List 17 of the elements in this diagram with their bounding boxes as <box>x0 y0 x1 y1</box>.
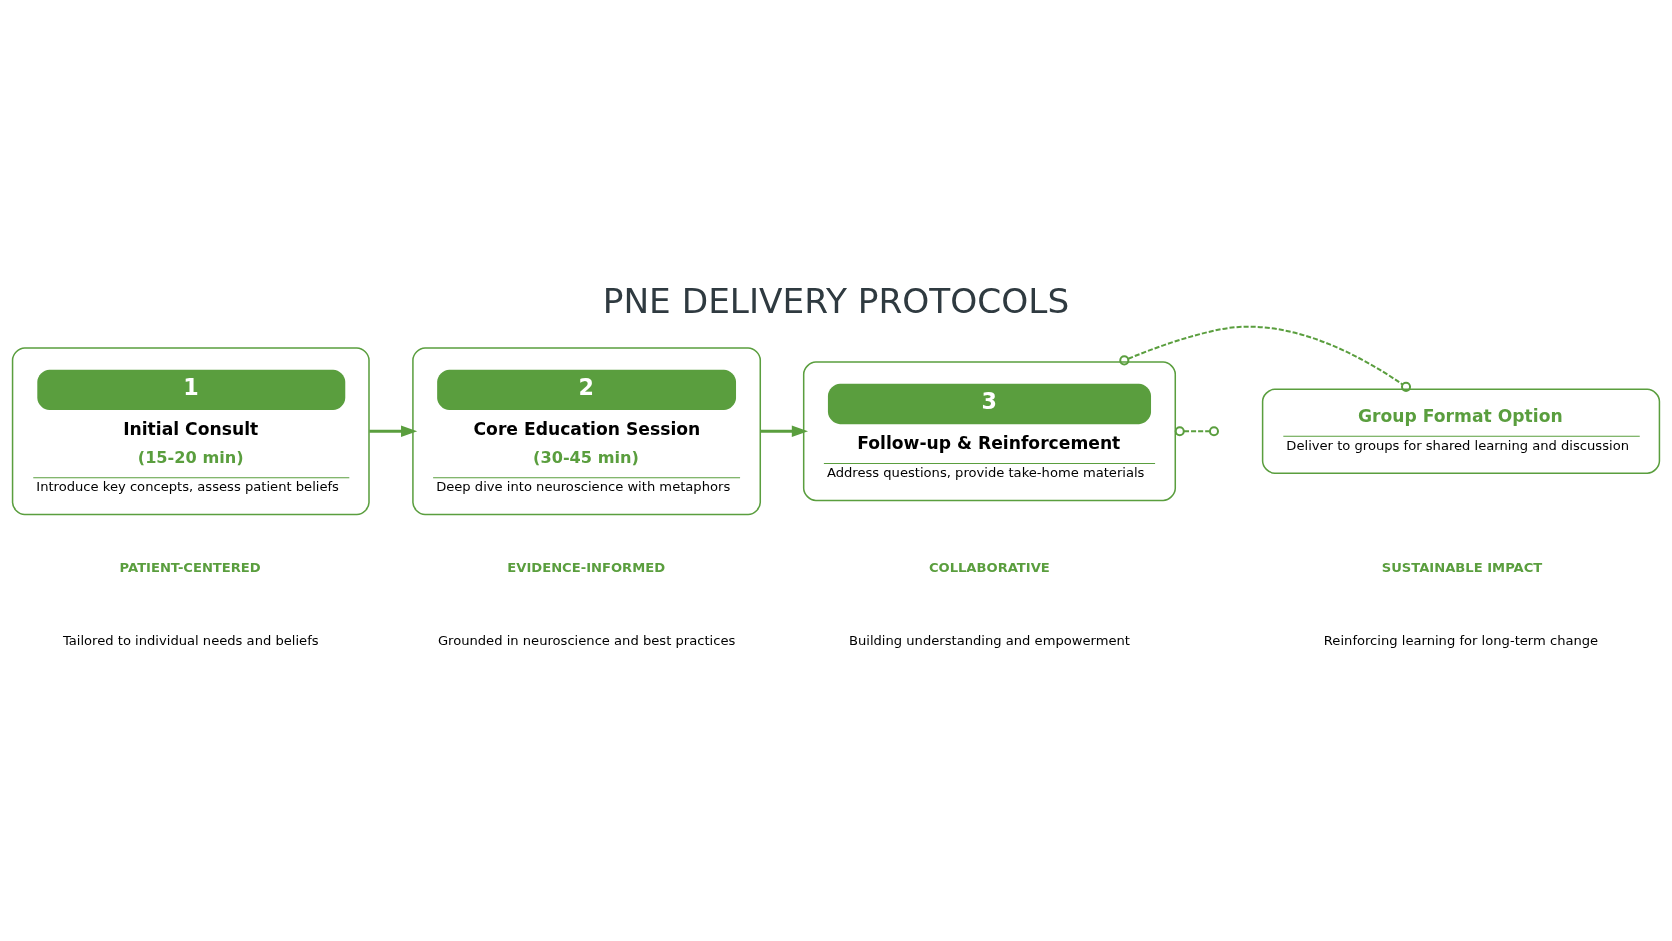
arrow <box>760 425 808 437</box>
label: Reinforcing learning for long-term change <box>1323 633 1599 649</box>
connector <box>1183 430 1210 433</box>
diagram-title: PNE DELIVERY PROTOCOLS <box>602 280 1070 321</box>
node-box: 3 Follow-up & Reinforcement Address questions, provide take-home materials <box>802 361 1177 502</box>
connector <box>1119 325 1412 392</box>
label: Grounded in neuroscience and best practices <box>437 633 736 649</box>
label: EVIDENCE-INFORMED <box>507 559 666 575</box>
label: COLLABORATIVE <box>928 559 1050 575</box>
node-box: 2 Core Education Session (30-45 min) Deep dive into neuroscience with metaphors <box>412 347 762 516</box>
node-box: 1 Initial Consult (15-20 min) Introduce key concepts, assess patient beliefs <box>11 347 370 516</box>
label: SUSTAINABLE IMPACT <box>1381 559 1543 575</box>
node-box: Group Format Option Deliver to groups for shared learning and discussion <box>1261 388 1661 474</box>
label: Tailored to individual needs and beliefs <box>62 633 319 649</box>
arrow <box>369 425 418 437</box>
label: Building understanding and empowerment <box>848 633 1131 649</box>
label: PATIENT-CENTERED <box>119 559 261 575</box>
